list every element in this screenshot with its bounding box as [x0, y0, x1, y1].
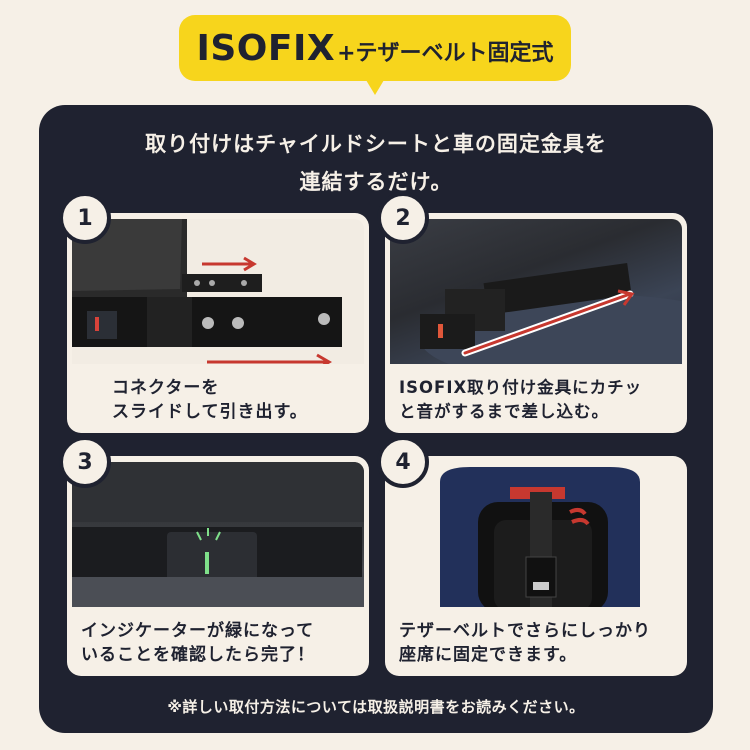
step-4-card: テザーベルトでさらにしっかり 座席に固定できます。: [385, 456, 687, 676]
step-1-number: 1: [59, 192, 111, 244]
step-1-card: コネクターを スライドして引き出す。: [67, 213, 369, 433]
lead-line-2: 連結するだけ。: [299, 170, 453, 194]
title-main: ISOFIX: [196, 27, 336, 69]
step-3-number: 3: [59, 436, 111, 488]
step-4-number: 4: [377, 436, 429, 488]
tether-belt-photo: [390, 462, 682, 607]
step-3-caption: インジケーターが緑になって いることを確認したら完了！: [81, 621, 315, 665]
indicator-green-photo: [72, 462, 364, 607]
instruction-panel: 取り付けはチャイルドシートと車の固定金具を 連結するだけ。 1 コネクターを ス…: [39, 105, 713, 733]
lead-text: 取り付けはチャイルドシートと車の固定金具を 連結するだけ。: [39, 125, 713, 201]
step-2-number: 2: [377, 192, 429, 244]
step-4-caption: テザーベルトでさらにしっかり 座席に固定できます。: [399, 621, 651, 665]
step-1-caption: コネクターを スライドして引き出す。: [112, 378, 308, 422]
step-3-card: インジケーターが緑になって いることを確認したら完了！: [67, 456, 369, 676]
step-2-caption: ISOFIX取り付け金具にカチッ と音がするまで差し込む。: [399, 378, 643, 421]
connector-slide-photo: [72, 219, 364, 364]
lead-line-1: 取り付けはチャイルドシートと車の固定金具を: [145, 132, 607, 156]
title-sub: +テザーベルト固定式: [337, 41, 554, 66]
isofix-insert-photo: [390, 219, 682, 364]
title-bubble: ISOFIX +テザーベルト固定式: [179, 15, 571, 95]
manual-note: ※詳しい取付方法については取扱説明書をお読みください。: [167, 698, 585, 716]
step-2-card: ISOFIX取り付け金具にカチッ と音がするまで差し込む。: [385, 213, 687, 433]
